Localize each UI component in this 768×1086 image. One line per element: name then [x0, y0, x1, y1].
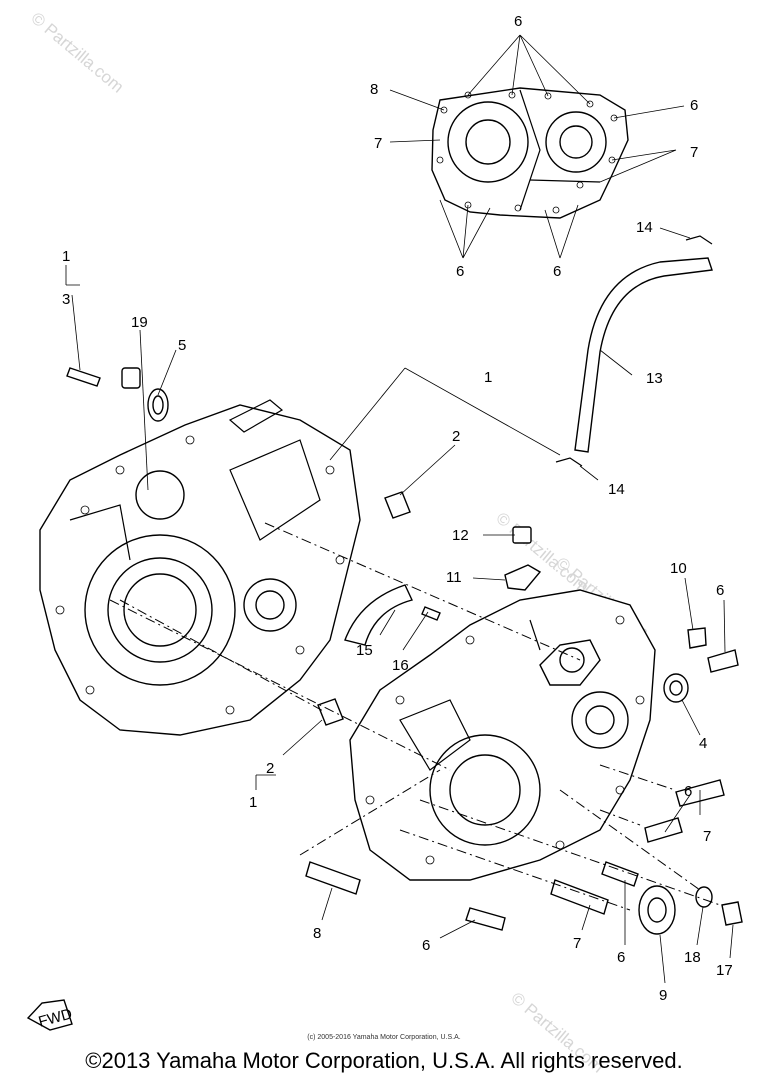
callout-6: 6	[553, 263, 561, 280]
watermark: © Partzilla.com	[27, 9, 127, 97]
breather-hose	[555, 227, 713, 481]
copyright-notice: ©2013 Yamaha Motor Corporation, U.S.A. A…	[85, 1048, 683, 1073]
callout-16: 16	[392, 657, 409, 674]
leader-lines	[65, 265, 734, 984]
callout-7: 7	[374, 135, 382, 152]
callouts: 6 8 6 7 7 6 6 14 1 3 19 5 13 1 2 14 12 1…	[62, 13, 733, 1004]
callout-12: 12	[452, 527, 469, 544]
callout-7: 7	[573, 935, 581, 952]
right-crankcase-half	[349, 589, 656, 881]
callout-10: 10	[670, 560, 687, 577]
callout-19: 19	[131, 314, 148, 331]
callout-6: 6	[716, 582, 724, 599]
left-crankcase-half	[39, 399, 361, 736]
callout-2: 2	[452, 428, 460, 445]
callout-6: 6	[690, 97, 698, 114]
callout-18: 18	[684, 949, 701, 966]
callout-17: 17	[716, 962, 733, 979]
callout-15: 15	[356, 642, 373, 659]
callout-6: 6	[514, 13, 522, 30]
callout-5: 5	[178, 337, 186, 354]
callout-6: 6	[422, 937, 430, 954]
crankcase-top-view	[431, 87, 629, 219]
callout-1: 1	[62, 248, 70, 265]
callout-7: 7	[690, 144, 698, 161]
callout-11: 11	[446, 569, 462, 586]
callout-7: 7	[703, 828, 711, 845]
callout-9: 9	[659, 987, 667, 1004]
callout-6: 6	[684, 783, 692, 800]
small-parts	[66, 367, 743, 935]
callout-1: 1	[484, 369, 492, 386]
callout-3: 3	[62, 291, 70, 308]
callout-6: 6	[617, 949, 625, 966]
fwd-arrow: FWD	[26, 999, 74, 1031]
top-view-leaders	[389, 34, 685, 259]
callout-13: 13	[646, 370, 663, 387]
callout-1: 1	[249, 794, 257, 811]
callout-4: 4	[699, 735, 707, 752]
callout-14: 14	[636, 219, 653, 236]
assembly-lines	[109, 522, 721, 911]
callout-6: 6	[456, 263, 464, 280]
callout-8: 8	[370, 81, 378, 98]
callout-14: 14	[608, 481, 625, 498]
callout-8: 8	[313, 925, 321, 942]
callout-2: 2	[266, 760, 274, 777]
small-copyright: (c) 2005-2016 Yamaha Motor Corporation, …	[307, 1034, 461, 1041]
